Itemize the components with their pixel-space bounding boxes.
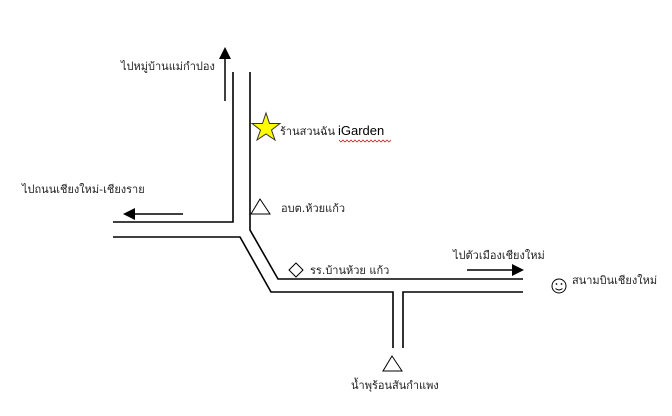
sao-triangle-icon: [250, 198, 271, 215]
school-diamond-icon: [288, 262, 304, 278]
roads: [113, 72, 523, 348]
main-road-lower-edge: [113, 236, 394, 348]
hot-spring-label: น้ำพุร้อนสันกำแพง: [351, 377, 439, 392]
school-label: รร.บ้านห้วย แก้ว: [310, 264, 389, 277]
north-direction-label: ไปหมู่บ้านแม่กำปอง: [120, 60, 215, 73]
west-direction-label: ไปถนนเชียงใหม่-เชียงราย: [21, 183, 145, 196]
south-road-right-edge: [402, 291, 523, 348]
east-direction-label: ไปตัวเมืองเชียงใหม่: [452, 249, 545, 262]
shop-star-icon: [250, 111, 282, 142]
sao-office-label: อบต.ห้วยแก้ว: [281, 202, 345, 215]
airport-label: สนามบินเชียงใหม่: [572, 274, 657, 287]
shop-name-label: ร้านสวนฉัน: [280, 125, 336, 138]
spellcheck-underline: [338, 139, 392, 143]
hot-spring-triangle-icon: [382, 355, 403, 372]
shop-brand-label: iGarden: [338, 123, 384, 138]
north-road-right-edge: [249, 72, 523, 280]
north-road-left-edge: [113, 72, 234, 223]
airport-smiley-icon: [551, 278, 567, 294]
